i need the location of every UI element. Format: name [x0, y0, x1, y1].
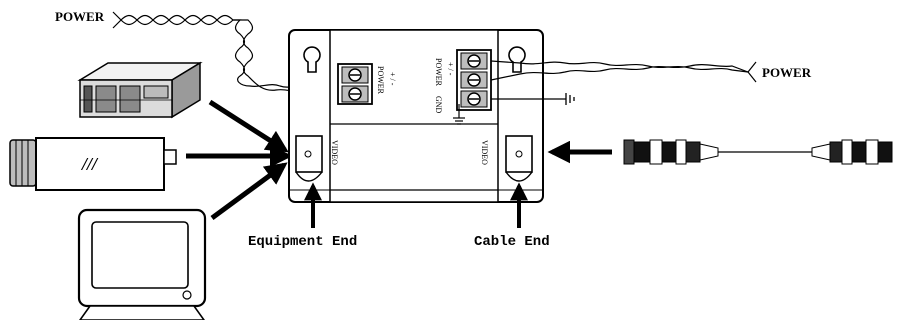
camera-icon: ///: [9, 137, 177, 191]
terminal-right-gnd-label: GND: [434, 96, 443, 114]
video-port-left: [295, 135, 323, 182]
video-left-label: VIDEO: [330, 140, 339, 165]
terminal-right-pm-label: + / -: [446, 62, 455, 76]
power-label-right: POWER: [762, 65, 812, 80]
video-port-right: [505, 135, 533, 182]
terminal-right-power-label: POWER: [434, 58, 443, 87]
arrow-from-server: [208, 99, 289, 153]
ground-symbol-right: [491, 93, 575, 105]
arrow-from-monitor: [210, 162, 288, 221]
power-label-left: POWER: [55, 9, 105, 24]
terminal-left-pm-label: + / -: [388, 72, 397, 86]
ground-symbol-left: [453, 104, 465, 125]
monitor-icon: [77, 208, 207, 320]
cable-end-label: Cable End: [474, 234, 550, 250]
bnc-cable-icon: [623, 139, 893, 165]
rack-server-icon: [77, 61, 203, 119]
balun-device: [288, 29, 544, 203]
terminal-left-power-label: POWER: [376, 66, 385, 95]
camera-badge: ///: [80, 154, 99, 174]
video-right-label: VIDEO: [480, 140, 489, 165]
mount-hole-left: [303, 46, 321, 73]
mount-hole-right: [508, 46, 526, 73]
terminal-block-right: [456, 49, 492, 111]
power-wire-right: [490, 60, 749, 73]
terminal-block-left: [337, 63, 373, 105]
equipment-end-label: Equipment End: [248, 234, 357, 250]
